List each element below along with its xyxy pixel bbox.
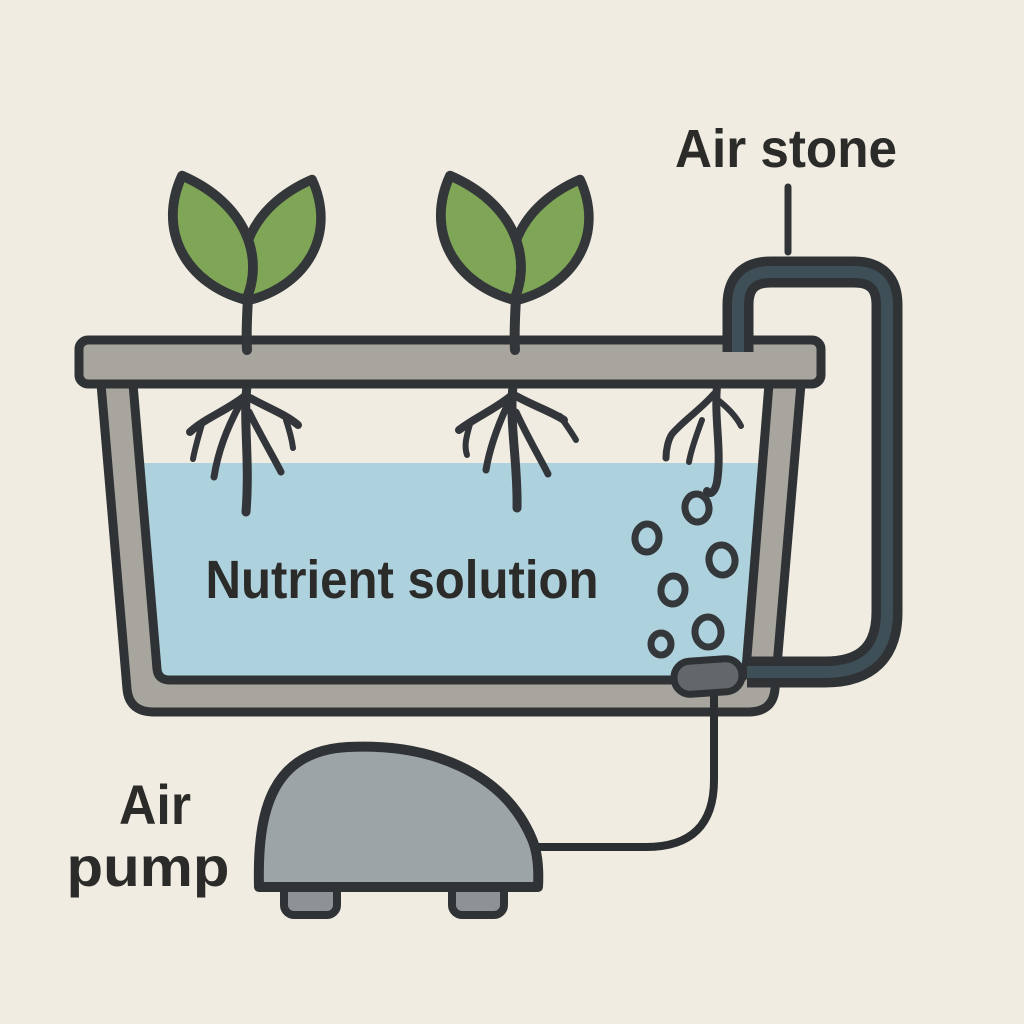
air-stone-capsule [670,655,746,698]
air-stone-label: Air stone [675,119,897,179]
bubble [705,541,739,579]
air-tube-core [732,266,893,678]
bubble [681,490,713,526]
root-path [210,400,244,481]
root-path [512,408,552,478]
root-path [715,397,744,429]
root-path [455,392,515,434]
root-path [190,421,205,462]
root-path [507,381,522,513]
root-path [686,417,705,465]
air-bubbles [631,490,739,659]
root-path [703,382,723,498]
pump-tube [530,692,718,851]
root-path [241,381,252,517]
nutrient-solution-water [139,463,763,680]
bubble [657,572,689,608]
bubble [691,613,725,651]
bubble [631,520,663,556]
pump-body [253,741,544,892]
root-path [246,394,302,429]
air-stone-icon [670,655,746,698]
stem [241,293,253,355]
seedling-icon-right [436,170,594,355]
root-path [482,402,511,474]
root-path [283,417,296,451]
leaf-icon [436,170,526,305]
stem [509,293,521,355]
root-path [245,408,285,476]
leaf-icon [168,170,258,305]
air-pump-icon [253,741,544,919]
nutrient-solution-label: Nutrient solution [206,550,599,610]
air-tube [722,256,903,688]
root-path [662,390,718,462]
air-pump-label-line2: pump [67,835,230,898]
seedling-icon-left [168,170,326,355]
root-path [557,413,579,443]
bubble [647,629,675,659]
tank-lid [74,335,826,389]
root-path [462,421,473,458]
roots-icon [186,381,744,517]
root-path [186,392,249,436]
air-pump-label-line1: Air [119,773,191,836]
